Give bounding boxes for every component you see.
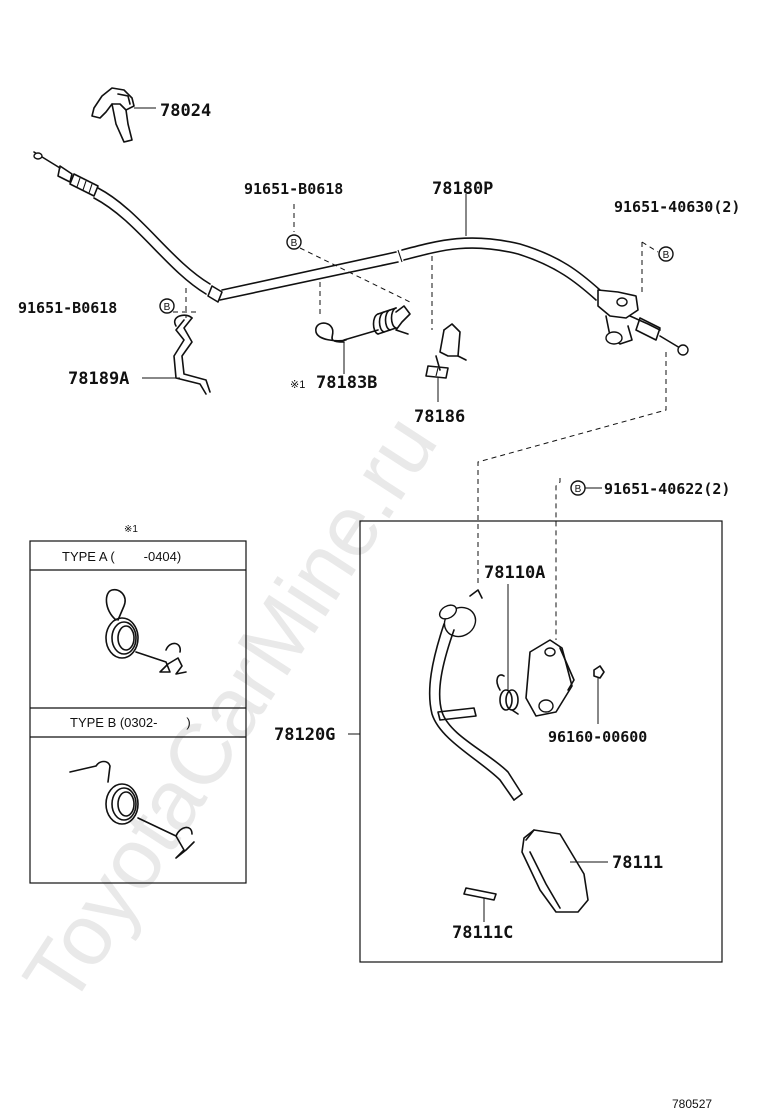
label-78120g: 78120G [274, 725, 335, 745]
bolt-symbol-left: B [159, 298, 175, 314]
watermark: ToyotaCarMine.ru [5, 399, 455, 1021]
pedal-arm-drawing [428, 589, 523, 801]
note-mark-1: ※1 [290, 379, 305, 391]
label-96160-00600: 96160-00600 [548, 728, 647, 746]
accelerator-cable-drawing [33, 151, 689, 356]
clip-78024-drawing [91, 87, 135, 143]
label-78189a: 78189A [68, 369, 129, 389]
nut-96160-00600-drawing [593, 665, 605, 679]
label-91651-b0618-left: 91651-B0618 [18, 299, 117, 317]
svg-text:B: B [291, 238, 298, 249]
pedal-pad-78111-drawing [521, 829, 589, 913]
label-91651-40630: 91651-40630(2) [614, 198, 740, 216]
clamp-78186-drawing [425, 323, 467, 379]
label-78186: 78186 [414, 407, 465, 427]
bolt-symbol-pedal: B [570, 480, 586, 496]
svg-text:B: B [575, 484, 582, 495]
pedal-assembly-box [359, 520, 723, 963]
label-91651-b0618-top: 91651-B0618 [244, 180, 343, 198]
pin-78111c-drawing [463, 887, 497, 901]
pedal-spring-78110a-drawing [496, 674, 519, 715]
inset-type-table [29, 540, 247, 884]
type-a-label: TYPE A ( -0404) [62, 549, 181, 564]
label-78180p: 78180P [432, 179, 493, 199]
label-78111: 78111 [612, 853, 663, 873]
label-78183b: 78183B [316, 373, 377, 393]
label-78024: 78024 [160, 101, 211, 121]
type-a-spring-drawing [105, 588, 187, 675]
spring-78183b-drawing [315, 305, 411, 343]
type-b-spring-drawing [69, 760, 195, 859]
label-78110a: 78110A [484, 563, 545, 583]
figure-id: 780527 [672, 1097, 712, 1111]
type-b-label: TYPE B (0302- ) [70, 715, 191, 730]
bracket-78189a-drawing [173, 314, 211, 395]
label-78111c: 78111C [452, 923, 513, 943]
inset-note-mark: ※1 [124, 524, 138, 535]
bolt-symbol-top: B [286, 234, 302, 250]
bolt-symbol-right: B [658, 246, 674, 262]
label-91651-40622: 91651-40622(2) [604, 480, 730, 498]
pedal-bracket-drawing [525, 639, 575, 717]
svg-text:B: B [663, 250, 670, 261]
svg-text:B: B [164, 302, 171, 313]
